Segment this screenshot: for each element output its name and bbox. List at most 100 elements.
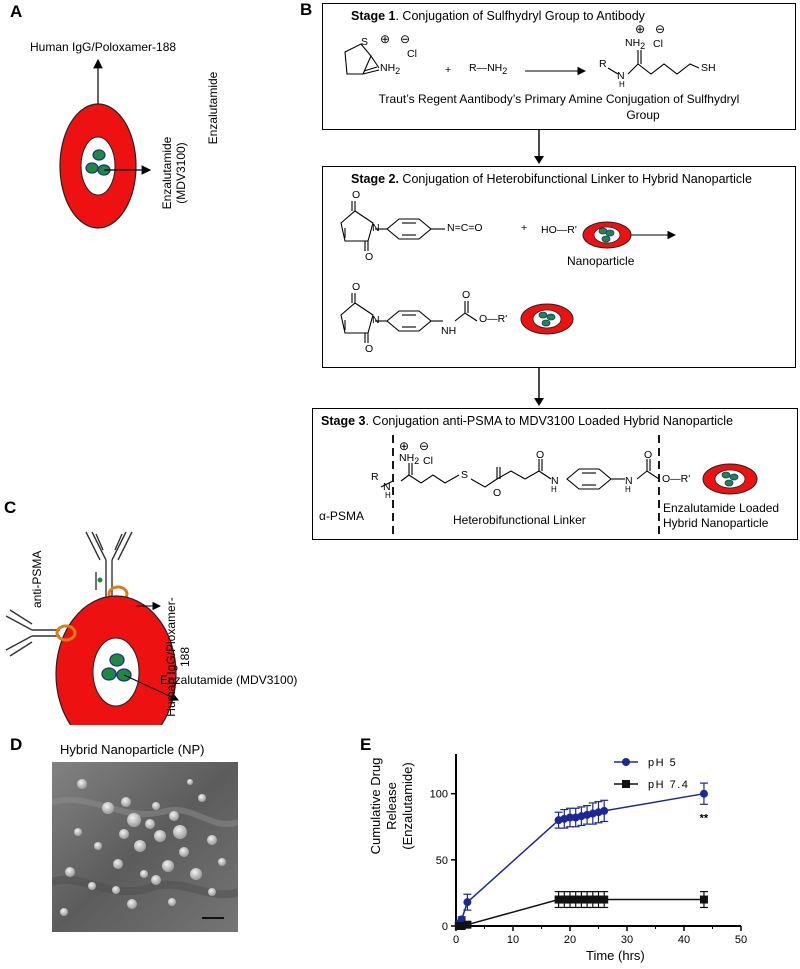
stage-3-title-bold: Stage 3 — [321, 414, 366, 428]
panel-label-e: E — [360, 735, 372, 754]
product-nh2: NH2 — [625, 37, 645, 51]
minus-charge: ⊖ — [400, 32, 411, 46]
nh2-label: NH2 — [380, 62, 400, 76]
data-point — [577, 895, 586, 904]
stage-2-title-rest: Conjugation of Heterobifunctional Linker… — [398, 172, 752, 186]
y-tick-label: 0 — [442, 921, 448, 933]
s3-h: H — [385, 491, 391, 500]
data-point — [594, 895, 603, 904]
linker-label: Heterobifunctional Linker — [453, 513, 586, 527]
data-point — [600, 806, 609, 815]
stage-1-caption-2: Group — [626, 108, 660, 122]
significance-annotation: ** — [700, 813, 709, 825]
hydroxyl: HO—R' — [541, 224, 577, 236]
sem-micrograph — [52, 762, 238, 932]
product-cl: Cl — [653, 38, 663, 50]
x-tick-label: 50 — [735, 934, 747, 946]
stage-arrows — [534, 130, 544, 406]
x-tick-label: 40 — [678, 934, 690, 946]
core-label-line-1: Enzalutamide — [206, 71, 220, 145]
data-point — [588, 895, 597, 904]
n-1: N — [372, 222, 380, 234]
o-top-2: O — [352, 281, 361, 293]
o-top-1: O — [352, 189, 361, 201]
stage-1-s: S — [361, 36, 369, 48]
stage-3-scheme — [380, 435, 758, 539]
panel-a-vertical-label: Enzalutamide (MDV3100) — [160, 118, 188, 228]
o-carbonyl: O — [462, 289, 471, 301]
isocyanate: N=C=O — [447, 222, 483, 234]
data-point — [571, 895, 580, 904]
s3-o-2: O — [536, 449, 545, 461]
s3-o-1: O — [493, 487, 502, 499]
product-sh: SH — [701, 62, 716, 74]
nanoparticle-caption: Nanoparticle — [567, 254, 635, 268]
legend-marker — [622, 758, 630, 766]
stage-2-scheme — [340, 201, 677, 343]
product-r: R — [599, 58, 607, 70]
targeted-nanoparticle-diagram — [5, 531, 179, 753]
s3-plus: ⊕ — [399, 439, 410, 453]
product-nh2-sub: 2 — [640, 41, 646, 52]
legend-marker — [622, 780, 630, 788]
x-tick-label: 0 — [453, 934, 459, 946]
stage-1-scheme — [344, 43, 700, 76]
product-nh2-text: NH — [625, 37, 641, 49]
stage-1-title-rest: . Conjugation of Sulfhydryl Group to Ant… — [395, 9, 645, 23]
panel-a: Human IgG/Poloxamer-188 Enzalutamide — [0, 0, 220, 300]
data-point — [554, 895, 563, 904]
s3-nh2-text: NH — [399, 452, 415, 464]
stage-1-box: Stage 1. Conjugation of Sulfhydryl Group… — [322, 3, 796, 130]
n-2: N — [372, 314, 380, 326]
s3-r: R — [371, 471, 379, 483]
stage-3-box: Stage 3. Conjugation anti-PSMA to MDV310… — [312, 408, 798, 540]
data-point — [463, 898, 472, 907]
panel-label-c: C — [4, 498, 17, 517]
o-bottom-1: O — [365, 251, 374, 263]
data-point — [699, 789, 708, 798]
linker-ring-left — [55, 624, 77, 642]
plus-sign-1: + — [445, 64, 452, 76]
antibody-left — [5, 609, 60, 657]
s3-nh2: NH2 — [399, 452, 419, 466]
data-point — [566, 895, 574, 904]
plus-charge: ⊕ — [380, 32, 391, 46]
product-plus: ⊕ — [635, 22, 646, 36]
s3-s: S — [461, 469, 469, 481]
o-r-2: O—R' — [479, 313, 508, 325]
sem-particles — [60, 779, 226, 916]
data-point — [600, 895, 609, 904]
data-point — [566, 813, 574, 822]
stage-2-box: Stage 2. Conjugation of Heterobifunction… — [322, 166, 796, 368]
x-axis-title: Time (hrs) — [586, 948, 645, 963]
nh2-sub: 2 — [395, 66, 401, 77]
stage-1-caption-1: Traut’s Regent Aantibody’s Primary Amine… — [378, 92, 740, 106]
s3-minus: ⊖ — [419, 439, 430, 453]
y-tick-label: 50 — [436, 855, 448, 867]
np-caption-3-line-1: Enzalutamide Loaded — [663, 501, 780, 515]
s3-h-3: H — [625, 485, 631, 494]
np-caption-3-line-2: Hybrid Nanoparticle — [663, 516, 769, 530]
stage-3-title: Stage 3. Conjugation anti-PSMA to MDV310… — [321, 414, 733, 428]
drug-molecule — [92, 149, 106, 161]
drug-label-c: Enzalutamide (MDV3100) — [160, 673, 298, 687]
x-tick-label: 10 — [507, 934, 519, 946]
panel-label-d: D — [10, 735, 23, 754]
drug-molecule — [101, 667, 117, 681]
product-n: N — [617, 70, 625, 82]
y-tick-label: 100 — [430, 789, 448, 801]
y-axis-title-line-1: Cumulative Drug Release — [368, 757, 399, 855]
s3-n-2: N — [551, 475, 559, 487]
panel-label-a: A — [10, 2, 23, 21]
stage-3-title-rest: . Conjugation anti-PSMA to MDV3100 Loade… — [365, 414, 734, 428]
sem-image — [52, 762, 238, 932]
stage-1-title: Stage 1. Conjugation of Sulfhydryl Group… — [351, 9, 645, 23]
stage-1-title-bold: Stage 1 — [351, 9, 396, 23]
panel-c: anti-PSMA Human IgG/Ploxamer- 188 Enzalu… — [0, 510, 330, 753]
drug-molecule — [85, 162, 99, 174]
data-point — [463, 920, 472, 929]
alpha-psma-label: α-PSMA — [319, 509, 364, 523]
y-axis-title: Cumulative Drug Release (Enzalutamide) — [368, 736, 416, 876]
